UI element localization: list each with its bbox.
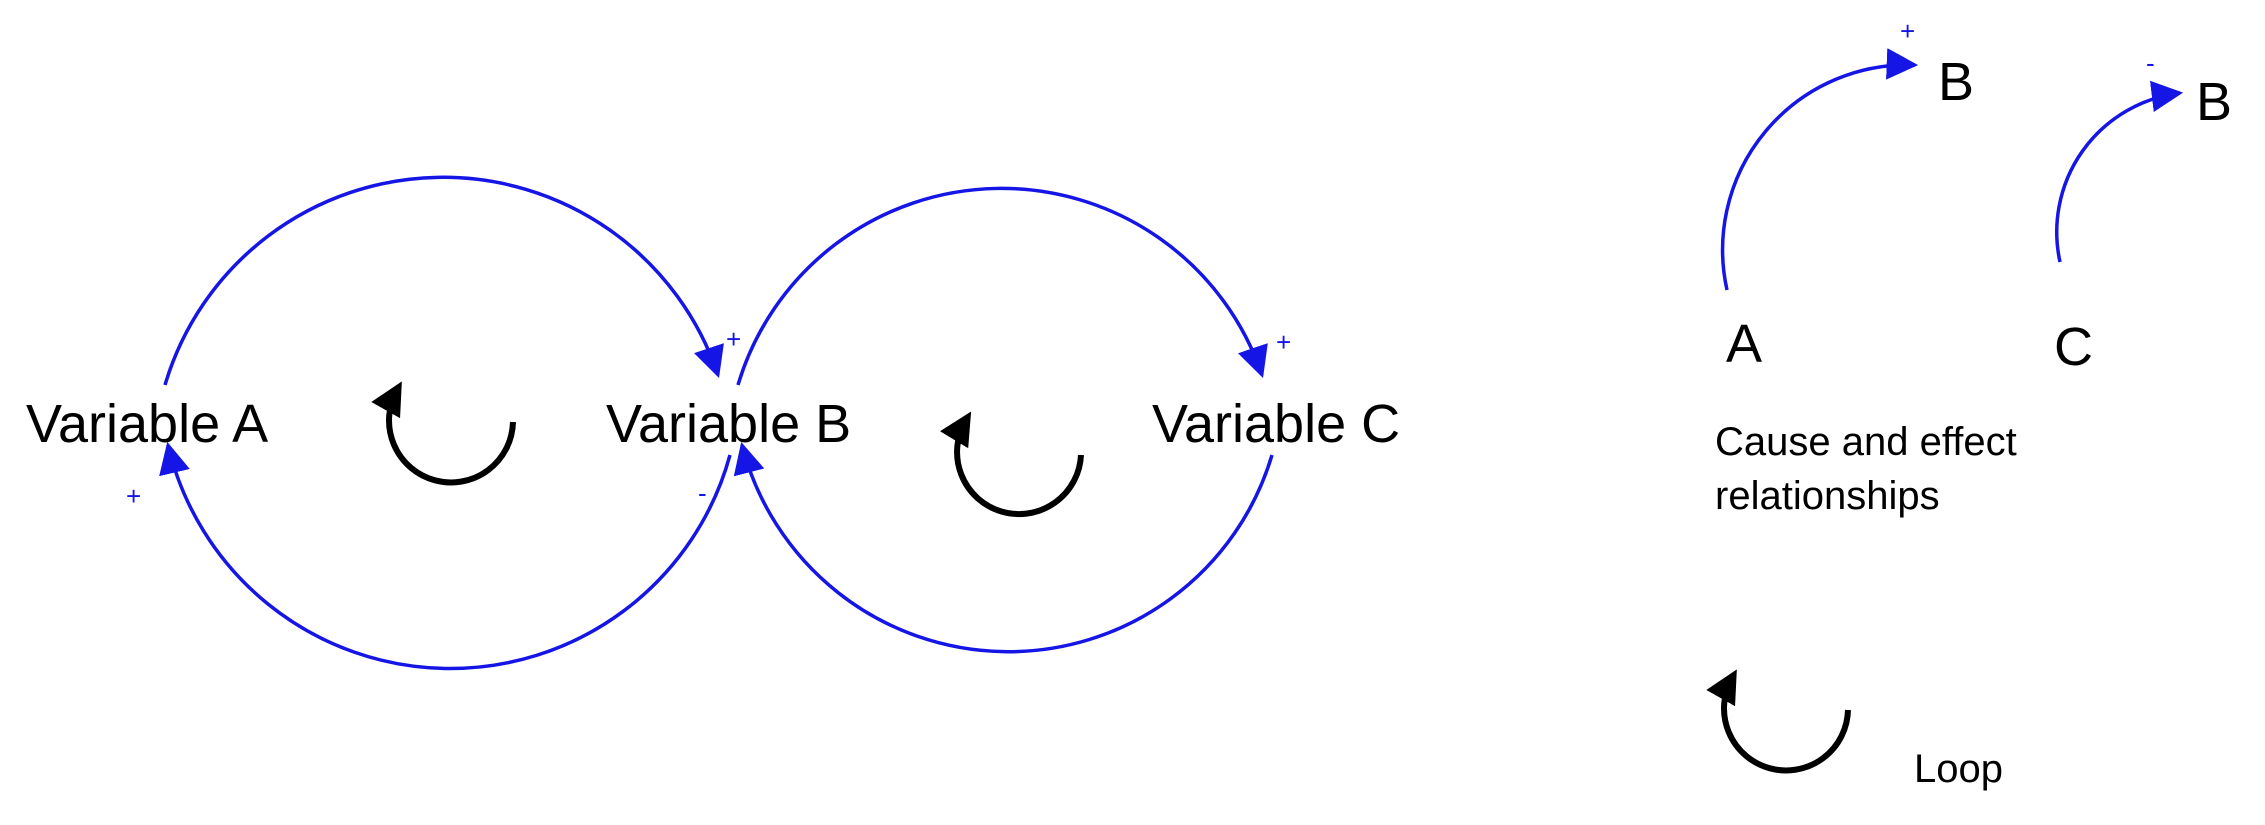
links-group [159,175,1274,671]
link-c-to-b [733,441,1274,654]
variable-a-label: Variable A [26,394,268,454]
legend-caption-line2: relationships [1715,474,1940,518]
legend-loop-label: Loop [1914,747,2003,791]
legend-sign-positive: + [1900,16,1915,46]
legend-sign-negative: - [2146,48,2155,78]
legend-node-c: C [2054,317,2093,377]
link-b-to-c [736,186,1268,386]
loop-icon-right [939,411,1084,518]
sign-b-to-a: + [126,481,141,511]
legend-negative-link: - B C [2054,48,2232,377]
legend-node-b-negative: B [2196,72,2232,132]
link-b-to-a [159,441,732,671]
variable-b-label: Variable B [606,394,851,454]
sign-a-to-b: + [726,324,741,354]
link-signs-group: + + + - [126,324,1291,511]
legend-node-b-positive: B [1938,52,1974,112]
legend-caption-line1: Cause and effect [1715,420,2017,464]
loop-icon-left [371,381,516,486]
legend: + B A - B C Cause and effect relationshi… [1706,16,2232,791]
sign-b-to-c: + [1276,327,1291,357]
legend-link-a-to-b [1720,48,1919,291]
sign-c-to-b: - [698,478,707,508]
variable-c-label: Variable C [1152,394,1400,454]
loop-arrow-icon [939,411,1084,518]
legend-loop: Loop [1706,669,2003,791]
legend-node-a: A [1726,314,1762,374]
link-a-to-b [163,175,724,386]
variables-group: Variable A Variable B Variable C [26,394,1400,454]
loop-arrow-icon [1706,669,1851,774]
legend-link-c-to-b [2055,80,2184,263]
legend-positive-link: + B A [1720,16,1974,374]
loop-arrow-icon [371,381,516,486]
